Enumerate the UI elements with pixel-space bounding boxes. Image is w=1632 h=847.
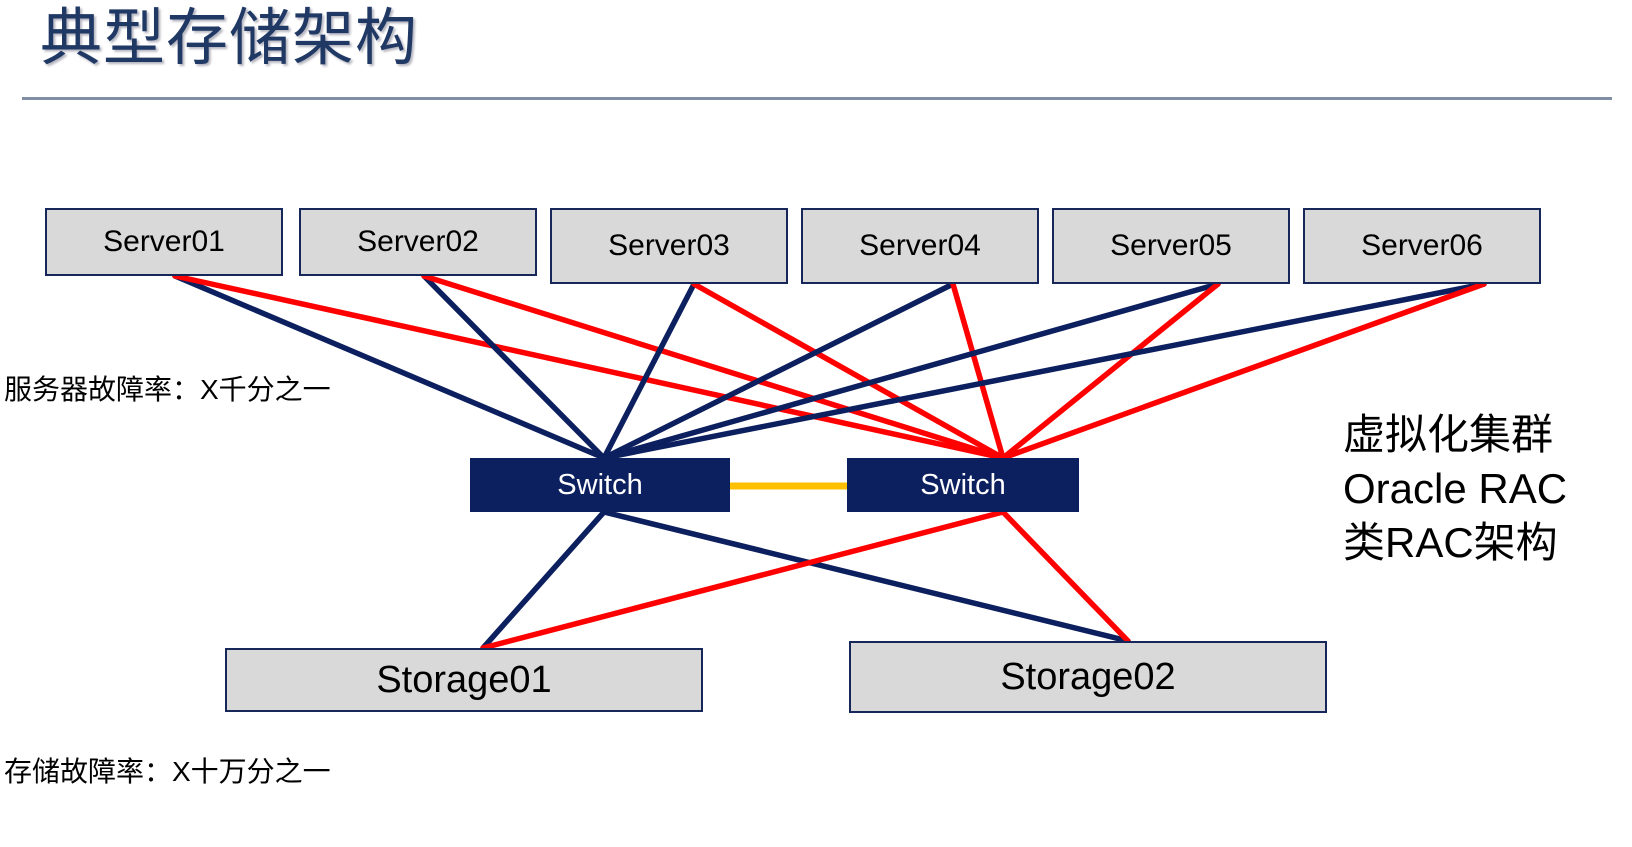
switch-node-label: Switch <box>920 468 1006 501</box>
switch-storage-links <box>480 509 1131 651</box>
link-switch-storage-4 <box>1000 509 1131 644</box>
switch-node-label: Switch <box>557 468 643 501</box>
cluster-note-line-2: Oracle RAC <box>1343 464 1568 512</box>
link-server-switch-11 <box>601 281 1487 461</box>
server-switch-links <box>172 273 1487 461</box>
storage-failure-rate-note: 存储故障率：X十万分之一 <box>4 756 331 787</box>
server-node-label: Server04 <box>859 229 981 262</box>
server-node-1[interactable]: Server01 <box>45 208 283 276</box>
server-node-label: Server02 <box>357 225 479 258</box>
switch-node-1[interactable]: Switch <box>470 458 730 512</box>
link-server-switch-3 <box>421 273 607 461</box>
link-server-switch-6 <box>691 281 1006 461</box>
server-node-6[interactable]: Server06 <box>1303 208 1541 284</box>
link-switch-storage-3 <box>480 509 1006 651</box>
link-server-switch-1 <box>172 273 607 461</box>
server-node-label: Server03 <box>608 229 730 262</box>
storage-node-2[interactable]: Storage02 <box>849 641 1327 713</box>
storage-node-1[interactable]: Storage01 <box>225 648 703 712</box>
link-server-switch-12 <box>1000 281 1487 461</box>
link-switch-storage-1 <box>480 509 607 651</box>
link-server-switch-9 <box>601 281 1221 461</box>
link-server-switch-5 <box>601 281 697 461</box>
link-server-switch-10 <box>1000 281 1221 461</box>
switch-node-2[interactable]: Switch <box>847 458 1079 512</box>
link-server-switch-8 <box>950 281 1006 461</box>
server-node-4[interactable]: Server04 <box>801 208 1039 284</box>
server-node-5[interactable]: Server05 <box>1052 208 1290 284</box>
link-server-switch-4 <box>421 273 1006 461</box>
page-title: 典型存储架构 <box>40 4 419 73</box>
cluster-note-line-3: 类RAC架构 <box>1343 518 1558 566</box>
server-node-label: Server06 <box>1361 229 1483 262</box>
link-server-switch-2 <box>172 273 1006 461</box>
server-node-2[interactable]: Server02 <box>299 208 537 276</box>
server-failure-rate-note: 服务器故障率：X千分之一 <box>4 374 331 405</box>
cluster-note-line-1: 虚拟化集群 <box>1343 411 1554 458</box>
server-node-label: Server01 <box>103 225 225 258</box>
link-switch-storage-2 <box>601 509 1131 644</box>
storage-node-label: Storage02 <box>1000 655 1176 698</box>
link-server-switch-7 <box>601 281 956 461</box>
storage-node-label: Storage01 <box>376 658 552 701</box>
server-node-label: Server05 <box>1110 229 1232 262</box>
cluster-notes: 虚拟化集群 Oracle RAC 类RAC架构 <box>1343 408 1567 569</box>
title-divider <box>22 97 1612 100</box>
server-node-3[interactable]: Server03 <box>550 208 788 284</box>
